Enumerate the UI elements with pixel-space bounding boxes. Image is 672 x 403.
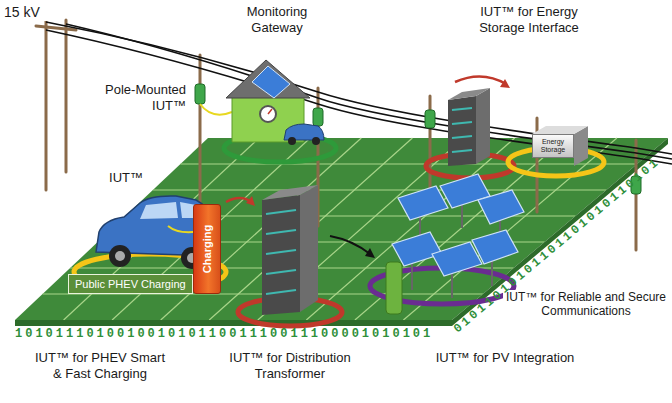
distribution-transformer-part xyxy=(330,236,370,254)
storage-transformer-part-part xyxy=(452,108,472,110)
house-part xyxy=(288,137,296,145)
pole-mounted-iut-part xyxy=(313,108,323,126)
distribution-transformer-part xyxy=(262,185,318,200)
storage-transformer-part-part xyxy=(452,136,472,138)
distribution-transformer-part xyxy=(365,248,375,258)
solar-panels-part-part xyxy=(398,186,448,220)
solar-panels-part-part xyxy=(432,242,482,276)
distribution-transformer-part xyxy=(262,195,300,315)
solar-panels-part-part xyxy=(392,232,442,266)
electric-car-part xyxy=(109,245,131,267)
electric-car-part xyxy=(115,251,125,261)
poles-part xyxy=(45,14,48,190)
house-part xyxy=(226,60,310,98)
node-text: Energy Storage xyxy=(535,138,571,153)
distribution-transformer-part-part xyxy=(266,210,296,214)
solar-panels-part-part xyxy=(472,230,518,264)
house-part xyxy=(252,66,290,98)
pole-mounted-iut-part xyxy=(195,84,205,104)
house-part xyxy=(268,109,272,114)
charger-station: Charging xyxy=(193,204,221,294)
storage-transformer-part xyxy=(448,88,490,100)
house-part xyxy=(260,106,276,122)
grid-platform-part xyxy=(15,320,452,326)
component-label: Pole-Mounted IUT™ xyxy=(98,82,188,113)
electric-car-part xyxy=(246,196,255,206)
component-label: IUT™ for PHEV Smart & Fast Charging xyxy=(30,350,170,381)
node-text: Public PHEV Charging xyxy=(75,278,186,290)
distribution-transformer-part-part xyxy=(266,270,296,274)
binary-stream: 1010111010010010101100111001110000101010… xyxy=(15,327,433,341)
component-label: IUT™ for Energy Storage Interface xyxy=(470,4,588,35)
solar-panels-part xyxy=(386,262,402,314)
node-text: Charging xyxy=(201,225,213,273)
voltage-label: 15 kV xyxy=(2,4,54,21)
storage-transformer-part xyxy=(500,79,510,88)
electric-car-part xyxy=(140,202,178,219)
house-part xyxy=(312,137,320,145)
distribution-transformer-part-part xyxy=(266,250,296,254)
grid-platform-part-part xyxy=(306,138,514,320)
storage-unit: Energy Storage xyxy=(532,134,574,158)
storage-transformer xyxy=(426,76,514,178)
component-label: IUT™ xyxy=(106,170,146,186)
distribution-transformer-part-part xyxy=(266,230,296,234)
storage-transformer-part-part xyxy=(452,150,472,152)
poles-part xyxy=(65,20,68,172)
pole-mounted-iut-part xyxy=(200,104,232,115)
energy-storage-part xyxy=(532,126,588,134)
charging-sign: Public PHEV Charging xyxy=(68,274,193,294)
storage-transformer-part-part xyxy=(452,122,472,124)
house xyxy=(224,60,336,162)
storage-transformer-part xyxy=(476,88,490,164)
pole-mounted-iut xyxy=(195,84,641,194)
storage-transformer-part xyxy=(455,76,506,84)
storage-transformer-part xyxy=(452,108,472,152)
energy-storage xyxy=(508,126,604,176)
component-label: IUT™ for Reliable and Secure Communicati… xyxy=(503,290,669,319)
component-label: IUT™ for Distribution Transformer xyxy=(224,350,356,381)
distribution-transformer-part xyxy=(300,185,318,312)
grid-platform-part-part xyxy=(209,138,412,320)
distribution-transformer xyxy=(238,185,375,326)
component-label: IUT™ for PV Integration xyxy=(425,350,585,366)
solar-panels-part xyxy=(392,174,524,276)
grid-platform-part-part xyxy=(64,138,260,320)
distribution-transformer-part-part xyxy=(266,290,296,294)
pole-mounted-iut-part xyxy=(425,110,435,128)
component-label: Monitoring Gateway xyxy=(236,4,318,35)
distribution-transformer-part xyxy=(266,210,296,294)
storage-transformer-part xyxy=(448,96,476,166)
poles-part xyxy=(635,140,638,250)
solar-panels-part-part xyxy=(478,190,524,224)
grid-platform-part-part xyxy=(180,163,637,164)
grid-platform-part-part xyxy=(258,138,464,320)
